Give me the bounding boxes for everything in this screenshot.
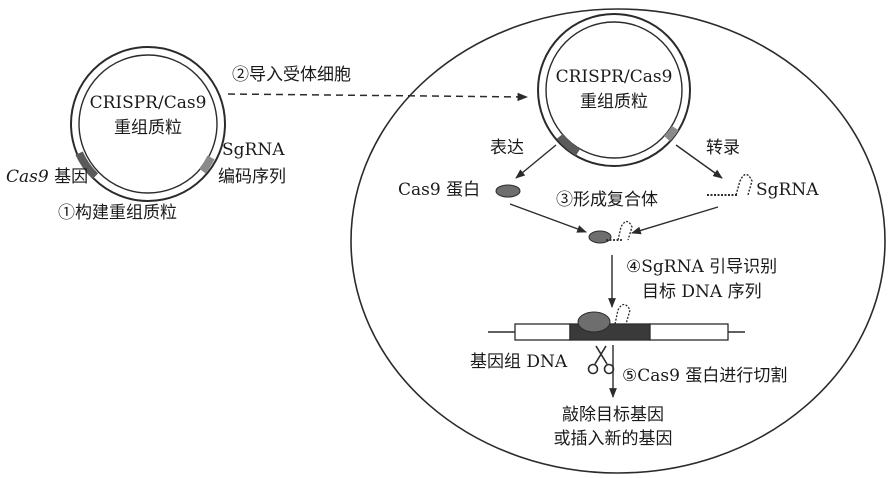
protein-to-complex-arrow (509, 203, 587, 233)
express-arrow (515, 144, 557, 179)
complex-icon (588, 220, 633, 244)
sgrna-coding-segment (199, 155, 215, 174)
cas9-protein-icon (495, 184, 521, 198)
scissors-icon (587, 345, 615, 375)
bound-sgrna-icon (614, 303, 631, 325)
right-sgrna-segment (664, 125, 679, 142)
step2-dashed-arrow (227, 92, 529, 102)
sgrna-coding-label-line1: SgRNA (222, 140, 285, 160)
left-plasmid-type: 重组质粒 (114, 118, 182, 138)
sgrna-coding-label-line2: 编码序列 (218, 167, 286, 187)
cas9-protein-label: Cas9 蛋白 (398, 180, 480, 200)
right-cas9-segment (556, 133, 581, 156)
result-line1: 敲除目标基因 (562, 405, 664, 425)
cas9-gene-segment (75, 151, 99, 180)
express-label: 表达 (490, 138, 524, 158)
receptor-cell (350, 8, 886, 474)
step2-label: ②导入受体细胞 (232, 65, 351, 85)
genomic-dna (488, 303, 745, 341)
cas9-gene-label: Cas9 基因 (6, 167, 88, 187)
right-plasmid-name: CRISPR/Cas9 (556, 67, 673, 87)
step4-label-line1: ④SgRNA 引导识别 (626, 257, 777, 277)
sgrna-icon (707, 173, 753, 196)
sgrna-to-complex-arrow (631, 206, 719, 235)
sgrna-label: SgRNA (756, 180, 819, 200)
step5-label: ⑤Cas9 蛋白进行切割 (622, 366, 787, 386)
bound-cas9-icon (577, 311, 611, 333)
transcribe-label: 转录 (706, 138, 740, 158)
step3-label: ③形成复合体 (556, 190, 658, 210)
right-plasmid-type: 重组质粒 (580, 92, 648, 112)
right-plasmid (537, 13, 691, 167)
left-plasmid (70, 46, 226, 202)
dna-left-gene (514, 323, 571, 341)
result-line2: 或插入新的基因 (554, 429, 673, 449)
transcribe-arrow (675, 144, 723, 179)
left-plasmid-name: CRISPR/Cas9 (90, 93, 207, 113)
dna-right-gene (649, 323, 729, 341)
step4-label-line2: 目标 DNA 序列 (642, 282, 762, 302)
genomic-dna-label: 基因组 DNA (470, 352, 568, 372)
step1-label: ①构建重组质粒 (58, 203, 177, 223)
